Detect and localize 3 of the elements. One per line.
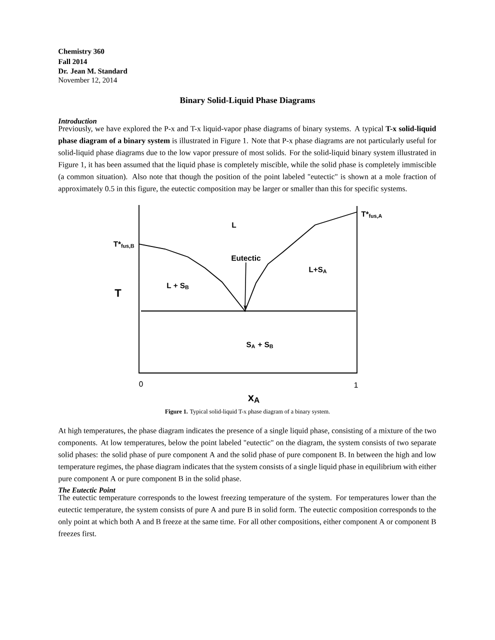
axis-label: x$_{A}$ bbox=[248, 395, 260, 403]
axis-label: T bbox=[114, 289, 122, 297]
title: Binary Solid-Liquid Phase Diagrams bbox=[180, 97, 316, 105]
